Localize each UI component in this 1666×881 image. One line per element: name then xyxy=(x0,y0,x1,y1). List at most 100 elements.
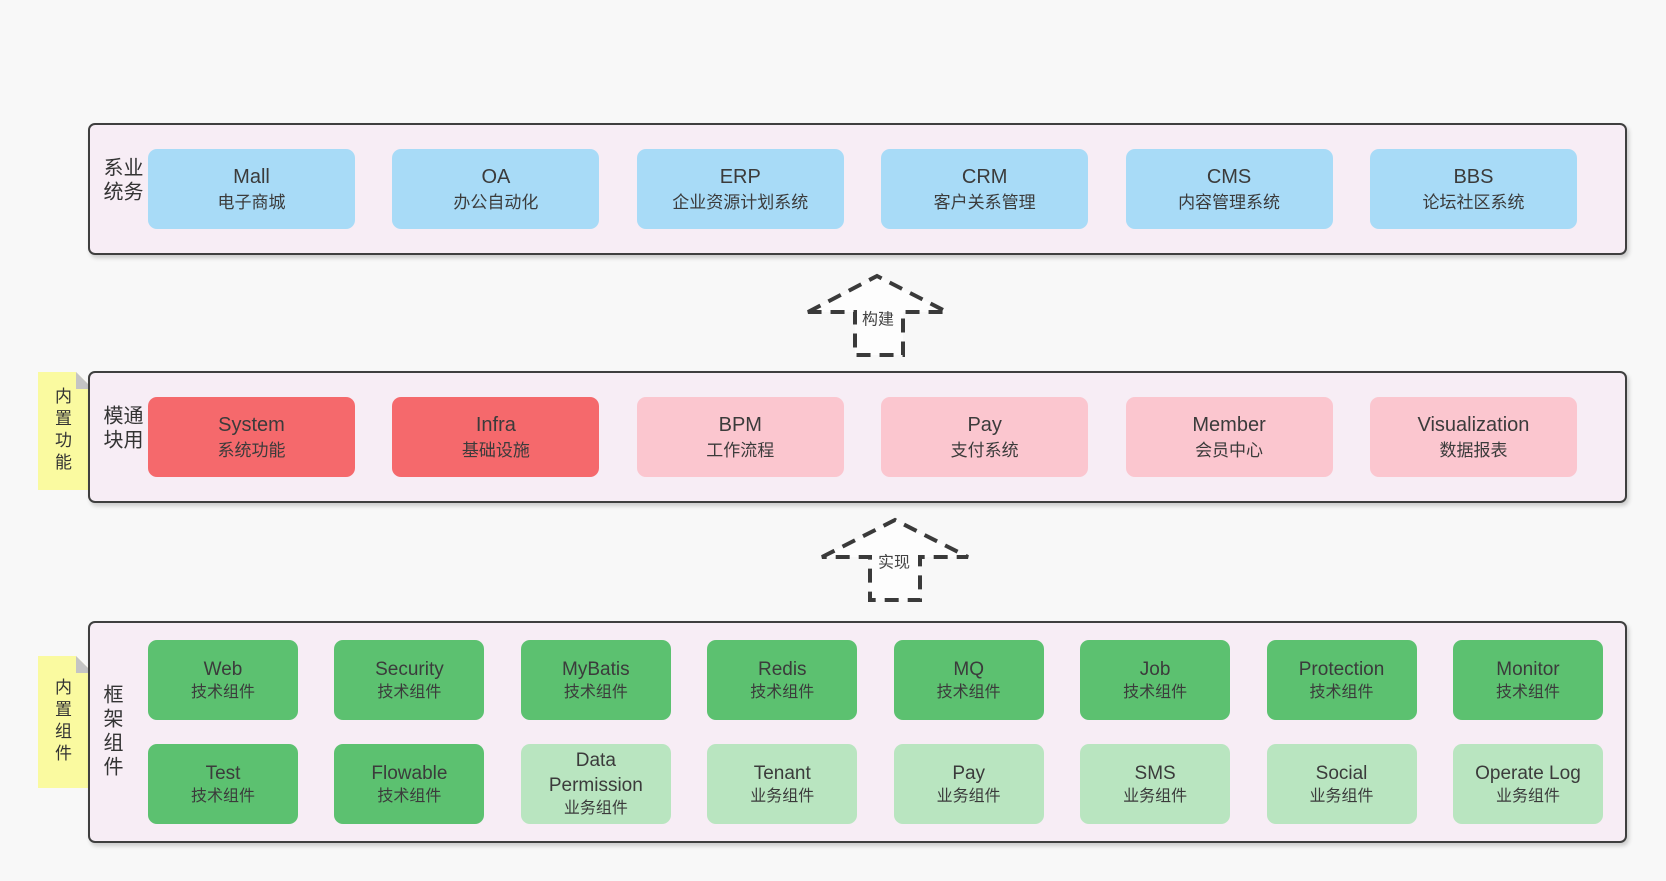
box-name: Mall xyxy=(233,165,270,188)
box-monitor: Monitor 技术组件 xyxy=(1452,640,1603,720)
box-name: System xyxy=(218,413,285,436)
note-text: 内置功能 xyxy=(52,387,71,475)
band-label-business-systems: 业务系统 xyxy=(100,157,142,205)
box-desc: 业务组件 xyxy=(1495,787,1560,805)
box-sms: SMS 业务组件 xyxy=(1080,744,1231,824)
box-visualization: Visualization 数据报表 xyxy=(1369,397,1577,477)
box-mall: Mall 电子商城 xyxy=(148,149,355,229)
box-name: MQ xyxy=(953,658,984,680)
arrow-build-label: 构建 xyxy=(858,309,898,331)
box-name: Tenant xyxy=(753,762,811,784)
box-desc: 技术组件 xyxy=(377,683,442,701)
box-web: Web 技术组件 xyxy=(148,640,298,720)
band-label-framework-components: 框架组件 xyxy=(100,684,122,780)
box-desc: 数据报表 xyxy=(1439,441,1508,461)
box-name: Test xyxy=(205,762,241,784)
box-system: System 系统功能 xyxy=(148,397,355,477)
box-desc: 业务组件 xyxy=(1123,787,1188,805)
box-desc: 技术组件 xyxy=(1123,683,1188,701)
note-built-in-features: 内置功能 xyxy=(38,372,93,490)
box-pay: Pay 支付系统 xyxy=(881,397,1089,477)
band-common-modules: 通用模块 System 系统功能 Infra 基础设施 BPM 工作流程 Pay… xyxy=(88,371,1627,503)
box-desc: 电子商城 xyxy=(217,193,286,213)
box-name: Flowable xyxy=(371,762,448,784)
box-name: MyBatis xyxy=(562,658,630,680)
box-mybatis: MyBatis 技术组件 xyxy=(520,640,671,720)
band3-rows: Web 技术组件 Security 技术组件 MyBatis 技术组件 Redi… xyxy=(148,623,1603,841)
box-name: Security xyxy=(375,658,444,680)
box-desc: 技术组件 xyxy=(750,683,815,701)
box-data-permission: Data Permission 业务组件 xyxy=(520,744,671,824)
box-desc: 业务组件 xyxy=(1309,787,1374,805)
band-business-systems: 业务系统 Mall 电子商城 OA 办公自动化 ERP 企业资源计划系统 CRM… xyxy=(88,123,1627,255)
box-bbs: BBS 论坛社区系统 xyxy=(1369,149,1577,229)
band2-boxes: System 系统功能 Infra 基础设施 BPM 工作流程 Pay 支付系统… xyxy=(148,373,1577,501)
box-bpm: BPM 工作流程 xyxy=(636,397,844,477)
box-tenant: Tenant 业务组件 xyxy=(707,744,858,824)
box-name: Visualization xyxy=(1417,413,1530,436)
box-name: CMS xyxy=(1206,165,1252,188)
box-name: Pay xyxy=(967,413,1002,436)
box-name: Infra xyxy=(475,413,516,436)
box-security: Security 技术组件 xyxy=(334,640,485,720)
box-social: Social 业务组件 xyxy=(1266,744,1417,824)
box-job: Job 技术组件 xyxy=(1080,640,1231,720)
box-desc: 内容管理系统 xyxy=(1178,193,1281,213)
box-desc: 办公自动化 xyxy=(453,193,539,213)
box-desc: 企业资源计划系统 xyxy=(672,193,809,213)
box-name: Job xyxy=(1139,658,1171,680)
box-name: Data Permission xyxy=(548,750,643,797)
box-desc: 业务组件 xyxy=(750,787,815,805)
note-text: 内置组件 xyxy=(52,678,71,766)
box-desc: 会员中心 xyxy=(1195,441,1264,461)
arrow-build: 构建 xyxy=(788,254,968,362)
box-oa: OA 办公自动化 xyxy=(392,149,600,229)
band-label-common-modules: 通用模块 xyxy=(100,405,142,453)
box-name: BPM xyxy=(718,413,762,436)
box-desc: 基础设施 xyxy=(461,441,530,461)
box-name: OA xyxy=(481,165,511,188)
box-mq: MQ 技术组件 xyxy=(893,640,1044,720)
box-name: Web xyxy=(203,658,243,680)
dashed-up-arrow-icon xyxy=(807,273,948,357)
arrow-implement-label: 实现 xyxy=(874,552,914,574)
box-desc: 技术组件 xyxy=(936,683,1001,701)
box-test: Test 技术组件 xyxy=(148,744,298,824)
box-desc: 支付系统 xyxy=(950,441,1019,461)
box-name: Monitor xyxy=(1496,658,1560,680)
box-desc: 业务组件 xyxy=(563,800,628,818)
box-name: Operate Log xyxy=(1475,762,1581,784)
arrow-implement: 实现 xyxy=(806,498,986,606)
box-name: ERP xyxy=(719,165,761,188)
box-desc: 技术组件 xyxy=(1495,683,1560,701)
box-desc: 技术组件 xyxy=(190,787,255,805)
box-name: Protection xyxy=(1298,658,1385,680)
band-framework-components: 框架组件 Web 技术组件 Security 技术组件 MyBatis 技术组件… xyxy=(88,621,1627,843)
box-name: BBS xyxy=(1453,165,1494,188)
box-name: CRM xyxy=(961,165,1008,188)
box-name: Social xyxy=(1315,762,1368,784)
box-flowable: Flowable 技术组件 xyxy=(334,744,485,824)
band3-row-1: Web 技术组件 Security 技术组件 MyBatis 技术组件 Redi… xyxy=(148,640,1603,720)
box-desc: 技术组件 xyxy=(1309,683,1374,701)
box-erp: ERP 企业资源计划系统 xyxy=(636,149,844,229)
band3-row-2: Test 技术组件 Flowable 技术组件 Data Permission … xyxy=(148,744,1603,824)
box-member: Member 会员中心 xyxy=(1125,397,1333,477)
box-infra: Infra 基础设施 xyxy=(392,397,600,477)
box-pay-biz: Pay 业务组件 xyxy=(893,744,1044,824)
box-desc: 系统功能 xyxy=(217,441,286,461)
box-desc: 技术组件 xyxy=(377,787,442,805)
box-desc: 技术组件 xyxy=(563,683,628,701)
box-name: SMS xyxy=(1134,762,1176,784)
box-crm: CRM 客户关系管理 xyxy=(881,149,1089,229)
box-operate-log: Operate Log 业务组件 xyxy=(1452,744,1603,824)
box-name: Pay xyxy=(952,762,986,784)
box-desc: 技术组件 xyxy=(190,683,255,701)
box-desc: 业务组件 xyxy=(936,787,1001,805)
band1-boxes: Mall 电子商城 OA 办公自动化 ERP 企业资源计划系统 CRM 客户关系… xyxy=(148,125,1577,253)
box-redis: Redis 技术组件 xyxy=(707,640,858,720)
box-desc: 客户关系管理 xyxy=(933,193,1036,213)
box-cms: CMS 内容管理系统 xyxy=(1125,149,1333,229)
note-built-in-components: 内置组件 xyxy=(38,656,93,788)
